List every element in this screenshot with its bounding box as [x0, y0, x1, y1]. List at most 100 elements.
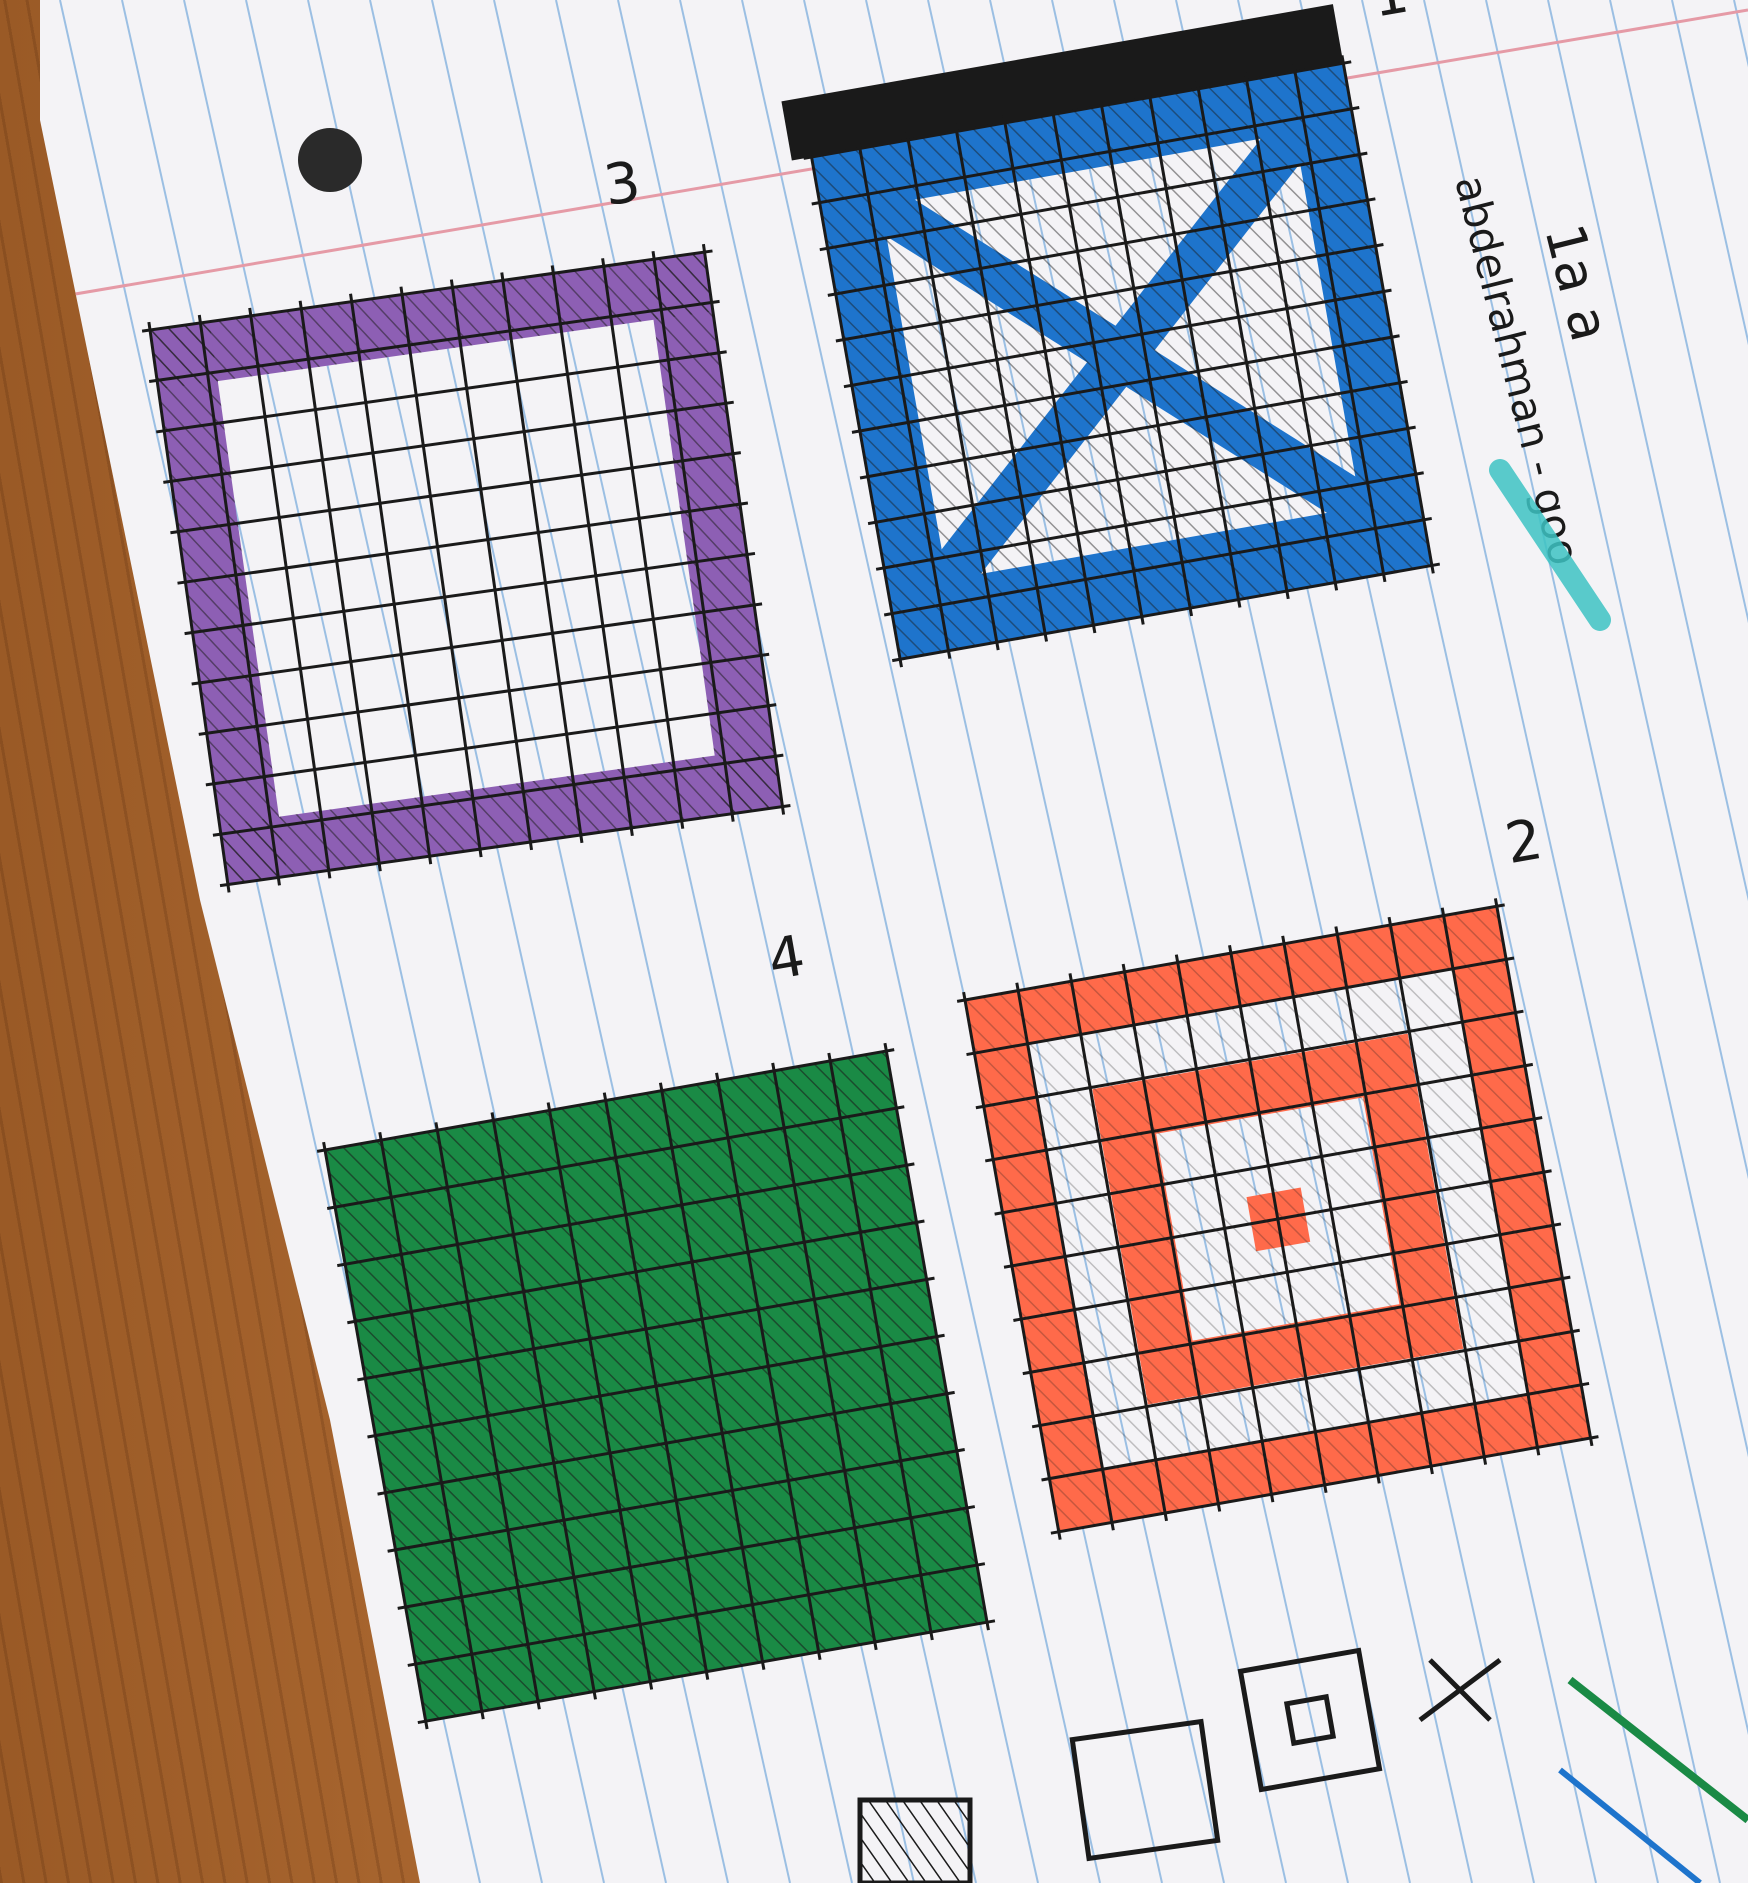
grid-line	[407, 1562, 986, 1667]
grid-line	[771, 1062, 878, 1651]
grid-line	[349, 293, 433, 865]
grid-line	[1098, 97, 1194, 617]
grid-4-lines	[316, 1042, 996, 1730]
grid-line	[141, 249, 713, 333]
sketch-x-icon	[1418, 1658, 1502, 1722]
grid-line	[1013, 1222, 1562, 1322]
grid-line	[387, 1447, 965, 1553]
grid-line	[1340, 55, 1435, 574]
grid-line	[219, 804, 791, 888]
grid-line	[1050, 106, 1145, 625]
green-pencil-stroke	[1567, 1676, 1748, 1824]
grid-line	[835, 242, 1384, 343]
grid-line	[248, 307, 332, 879]
grid-4: 4	[316, 923, 996, 1730]
ruled-line	[1423, 0, 1748, 1883]
grid-line	[883, 1042, 990, 1631]
grid-line	[170, 451, 742, 535]
grid-line	[827, 1052, 934, 1641]
grid-1: 1	[781, 0, 1441, 668]
grid-line	[891, 562, 1441, 663]
grid-2-lines	[956, 898, 1599, 1540]
grid-line	[1243, 72, 1339, 591]
grid-line	[500, 272, 584, 844]
grid-line	[397, 1505, 976, 1610]
grid-line	[1050, 1435, 1599, 1535]
grid-line	[851, 334, 1400, 434]
grid-line	[156, 350, 727, 434]
ruled-line	[40, 0, 47, 1883]
grid-line	[658, 1082, 766, 1670]
grid-line	[905, 131, 1000, 651]
grid-line	[449, 279, 534, 851]
teal-marker-stroke	[1489, 459, 1611, 631]
grid-line	[1334, 926, 1434, 1475]
grid-line	[1002, 114, 1097, 634]
grid-line	[1003, 1169, 1552, 1269]
grid-1-header-bar	[781, 4, 1344, 161]
grid-line	[148, 299, 720, 384]
grid-3: 3	[141, 150, 791, 893]
sketch-square-icon	[1069, 1718, 1221, 1862]
grid-line	[1195, 80, 1290, 600]
grid-1-lines	[803, 55, 1441, 668]
grid-line	[715, 1072, 822, 1661]
grid-line	[1387, 916, 1488, 1465]
ruled-line	[741, 0, 1163, 1883]
grid-line	[1292, 63, 1387, 583]
grid-line	[811, 106, 1360, 206]
grid-line	[1031, 1328, 1580, 1429]
grid-line	[857, 140, 952, 659]
grid-line	[197, 314, 281, 886]
grid-1-fill	[811, 63, 1432, 660]
grid-2: 2	[956, 807, 1599, 1540]
grid-line	[1041, 1381, 1590, 1482]
binder-hole	[298, 128, 362, 192]
grid-line	[1147, 89, 1242, 608]
grid-line	[550, 265, 634, 836]
sketch-square-in-square-icon	[1237, 1647, 1383, 1793]
grid-line	[184, 551, 756, 636]
grid-line	[843, 288, 1392, 389]
grid-line	[212, 753, 784, 837]
grid-line	[191, 602, 763, 686]
ruled-line	[1609, 0, 1748, 1883]
grid-line	[177, 501, 749, 585]
grid-3-lines	[141, 243, 791, 893]
grid-line	[198, 652, 770, 736]
grid-line	[651, 251, 735, 822]
grid-line	[808, 148, 903, 668]
ruled-line	[1671, 0, 1748, 1883]
grid-line	[803, 60, 1352, 160]
grid-line	[701, 243, 786, 815]
grid-line	[819, 151, 1368, 252]
ruled-line	[1361, 0, 1748, 1883]
grid-line	[298, 300, 382, 872]
grid-line	[417, 1619, 996, 1725]
sketch-symbols	[857, 1647, 1502, 1883]
ruled-line	[1547, 0, 1748, 1883]
grid-line	[377, 1390, 955, 1496]
grid-line	[1440, 907, 1541, 1456]
grid-line	[399, 286, 483, 858]
grid-line	[147, 321, 231, 893]
grid-line	[1022, 1275, 1571, 1376]
blue-pencil-stroke	[1558, 1767, 1702, 1883]
grid-line	[205, 703, 777, 787]
grid-line	[1281, 935, 1381, 1484]
grid-line	[867, 425, 1416, 526]
grid-line	[883, 516, 1432, 617]
grid-line	[875, 471, 1424, 571]
ruled-line	[1485, 0, 1748, 1883]
sketch-hatched-block-icon	[857, 1797, 973, 1883]
ruled-line	[679, 0, 1101, 1883]
grid-line	[953, 123, 1049, 642]
grid-line	[367, 1333, 945, 1439]
grid-3-fill	[150, 252, 783, 885]
grid-line	[163, 400, 734, 484]
grid-line	[1493, 898, 1594, 1447]
grid-line	[859, 379, 1408, 480]
grid-line	[601, 258, 685, 829]
grid-line	[827, 197, 1376, 297]
